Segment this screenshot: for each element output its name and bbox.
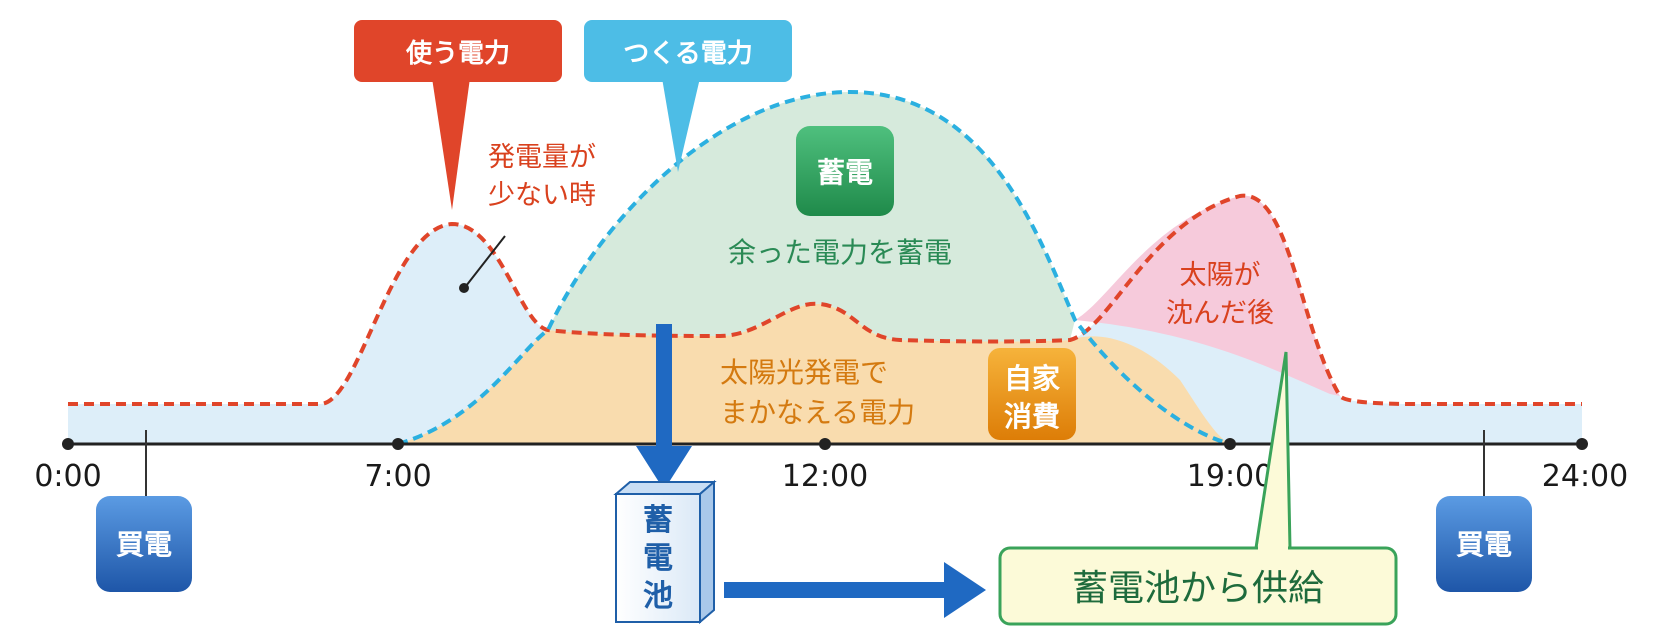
generation-line [397,89,1231,446]
tick-label-24: 24:00 [1542,459,1628,494]
tick-label-12: 12:00 [782,459,868,494]
low-generation-pointer [465,235,506,287]
low-generation-line-2: 少ない時 [488,180,596,211]
axis-dot-19 [1224,438,1236,450]
buy-power-right-label: 買電 [1456,528,1512,561]
surplus-area [548,92,1075,342]
produced-power-callout: つくる電力 [584,20,792,172]
buy-power-left-label: 買電 [116,528,172,561]
battery-label-1: 蓄 [643,503,673,538]
usage-line [68,193,1582,406]
supply-label: 蓄電池から供給 [1072,568,1324,609]
store-badge [796,126,894,216]
solar-covered-line-2: まかなえる電力 [720,396,915,429]
charge-arrow [636,324,692,490]
supply-arrow [724,562,986,618]
low-generation-line-1: 発電量が [488,142,596,173]
after-sunset-area [1075,195,1340,396]
axis-dot-7 [392,438,404,450]
produced-power-label: つくる電力 [623,39,752,69]
tick-label-19: 19:00 [1187,459,1273,494]
tick-label-7: 7:00 [364,459,431,494]
after-sunset-line-2: 沈んだ後 [1166,298,1274,329]
low-generation-pointer-dot [459,283,469,293]
axis-dot-12 [819,438,831,450]
store-badge-label: 蓄電 [817,156,873,189]
supply-callout: 蓄電池から供給 [998,351,1398,626]
used-power-callout: 使う電力 [354,20,562,210]
self-consumption-line-1: 自家 [1004,362,1060,395]
solar-covered-line-1: 太陽光発電で [720,356,888,389]
axis-dot-24 [1576,438,1588,450]
tick-label-0: 0:00 [34,459,101,494]
self-consumption-badge [988,348,1076,440]
self-consumption-line-2: 消費 [1004,400,1060,433]
battery-icon: 蓄 電 池 [613,479,717,625]
battery-label-3: 池 [643,579,673,614]
surplus-storage-label: 余った電力を蓄電 [728,236,952,269]
after-sunset-line-1: 太陽が [1180,260,1261,291]
axis-dot-0 [62,438,74,450]
buy-power-badge-left [96,496,192,592]
used-power-label: 使う電力 [405,39,510,69]
battery-label-2: 電 [643,541,673,576]
buy-power-badge-right [1436,496,1532,592]
